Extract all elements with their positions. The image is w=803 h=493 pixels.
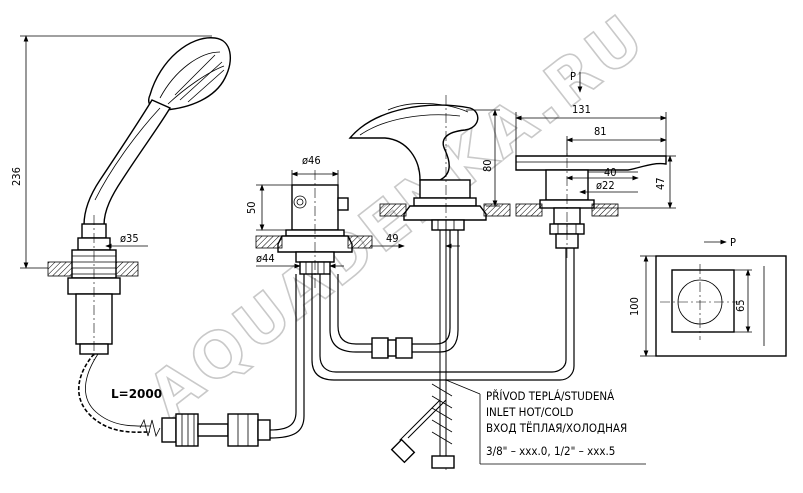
- valve-diameter-label: ø46: [302, 154, 321, 167]
- spout-reach-label: 49: [386, 232, 399, 245]
- inlet-note-line2: INLET HOT/COLD: [486, 405, 574, 419]
- plate-height-label: 100: [628, 297, 641, 316]
- pressure-side-label: P: [730, 236, 736, 249]
- spout-dimensions: P 131 81 40 47 ø22: [515, 70, 676, 209]
- pressure-top-label: P: [570, 70, 576, 83]
- mixer-height-label: 80: [481, 159, 494, 172]
- shower-base-diameter-label: ø35: [120, 232, 139, 245]
- inlet-note-line1: PŘÍVOD TEPLÁ/STUDENÁ: [486, 388, 614, 403]
- spout-total-length-label: 131: [572, 103, 591, 116]
- hose-fittings: [139, 413, 271, 447]
- spout-length-label: 81: [594, 125, 607, 138]
- spout-offset-label: 40: [604, 166, 617, 179]
- spout-height-label: 47: [654, 177, 667, 190]
- hose-length-label: L=2000: [111, 387, 162, 401]
- inlet-note-line4: 3/8" – xxx.0, 1/2" – xxx.5: [486, 444, 615, 458]
- spout: [515, 140, 667, 260]
- top-view-plate: P 100 65: [628, 236, 787, 357]
- plate-inner-label: 65: [734, 299, 747, 312]
- mixer-dimensions: 80 49: [370, 109, 500, 249]
- inlet-note: PŘÍVOD TEPLÁ/STUDENÁ INLET HOT/COLD ВХОД…: [445, 379, 646, 465]
- spout-base-diameter-label: ø22: [596, 179, 615, 192]
- valve-height-label: 50: [245, 201, 258, 214]
- inlet-note-line3: ВХОД ТЁПЛАЯ/ХОЛОДНАЯ: [486, 420, 627, 435]
- valve-dimensions: ø46 50 ø44: [245, 154, 344, 269]
- supply-pipes: [269, 230, 575, 469]
- diverter-valve: [255, 170, 373, 290]
- shower-dimensions: 236 ø35: [10, 35, 212, 269]
- valve-base-diameter-label: ø44: [256, 252, 275, 265]
- hand-shower: [47, 37, 231, 360]
- mixer-body: [348, 95, 511, 470]
- shower-hose: [78, 353, 151, 433]
- shower-height-label: 236: [10, 167, 23, 186]
